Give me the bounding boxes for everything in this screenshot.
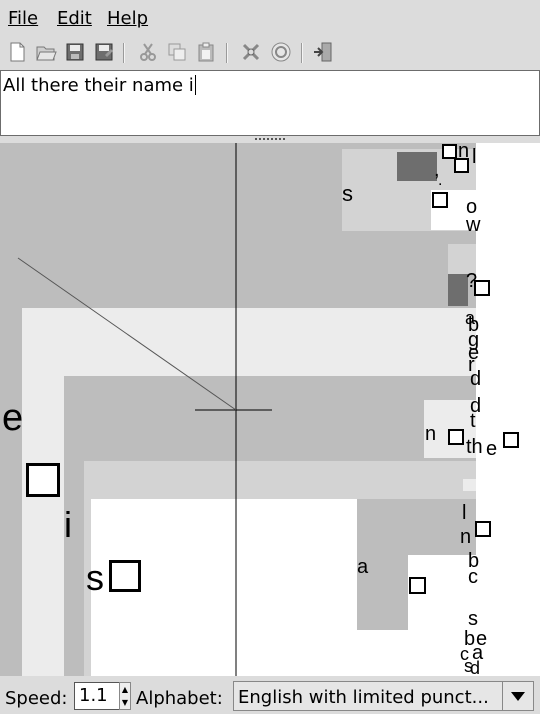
menu-help[interactable]: Help: [107, 8, 148, 29]
menu-file[interactable]: File: [8, 8, 38, 29]
node-label: s: [468, 608, 478, 630]
node-label: a: [472, 642, 484, 664]
space-symbol-icon: [26, 463, 60, 497]
text-caret: [194, 75, 196, 95]
space-symbol-icon: [409, 577, 426, 594]
node-label: o: [466, 196, 478, 218]
zoom-box: [408, 555, 476, 676]
node-label: r: [468, 354, 475, 376]
preferences-icon[interactable]: [240, 41, 262, 63]
node-label: g: [468, 329, 480, 351]
zoom-box: [448, 244, 476, 274]
save-as-icon[interactable]: [93, 41, 115, 63]
alphabet-label: Alphabet:: [136, 688, 223, 709]
node-label: n: [460, 526, 472, 548]
node-label: s: [86, 557, 104, 598]
alphabet-select-value: English with limited punct...: [238, 687, 489, 708]
speed-label: Speed:: [5, 688, 68, 709]
node-label: l: [462, 502, 467, 524]
toolbar-separator: [301, 43, 303, 63]
node-label: a: [357, 556, 369, 578]
node-label: e: [486, 438, 498, 460]
cut-icon[interactable]: [137, 41, 159, 63]
menu-bar: File Edit Help: [0, 0, 540, 38]
toolbar: [0, 38, 540, 68]
exit-icon[interactable]: [312, 41, 334, 63]
menu-edit-label: Edit: [57, 8, 92, 29]
menu-edit[interactable]: Edit: [57, 8, 92, 29]
editor-text: All there their name i: [3, 75, 194, 96]
space-symbol-icon: [448, 429, 464, 445]
node-label: d: [470, 368, 482, 390]
space-symbol-icon: [432, 192, 448, 208]
alphabet-select[interactable]: English with limited punct...: [233, 681, 534, 711]
node-label: d: [470, 395, 482, 417]
speed-input[interactable]: 1.1: [74, 682, 120, 710]
node-label: c: [460, 644, 469, 664]
node-label: ,: [434, 159, 440, 181]
node-label: d: [470, 658, 481, 676]
node-label: e: [476, 628, 488, 650]
toolbar-separator: [123, 43, 125, 63]
zoom-box: [463, 479, 476, 491]
node-label: n: [458, 143, 470, 162]
zoom-box: [448, 274, 468, 306]
node-label: s: [464, 656, 473, 676]
space-symbol-icon: [474, 280, 490, 296]
space-symbol-icon: [109, 560, 141, 592]
spin-down-icon[interactable]: ▼: [121, 698, 129, 707]
node-label: s: [342, 181, 353, 206]
crosshair: [17, 143, 272, 676]
node-label: th: [466, 436, 483, 458]
spin-up-icon[interactable]: ▲: [121, 685, 129, 694]
menu-file-label: File: [8, 8, 39, 29]
node-label: w: [466, 214, 481, 236]
pane-resize-grip[interactable]: [255, 137, 285, 141]
node-label: .: [438, 172, 443, 189]
menu-help-label: Help: [107, 8, 149, 29]
node-label: i: [64, 504, 72, 545]
node-label: b: [464, 628, 476, 650]
node-label: l: [472, 146, 477, 168]
node-label: e: [468, 342, 480, 364]
copy-icon[interactable]: [166, 41, 188, 63]
save-icon[interactable]: [64, 41, 86, 63]
chevron-down-icon: [511, 692, 525, 701]
record-icon[interactable]: [270, 41, 292, 63]
zoom-box: [397, 152, 437, 181]
open-icon[interactable]: [35, 41, 57, 63]
speed-spinner[interactable]: ▲▼: [119, 682, 131, 710]
editor-text-line: All there their name i: [3, 75, 196, 96]
toolbar-separator: [226, 43, 228, 63]
dasher-canvas[interactable]: s , . n l o w ? a b g e r d d t n th e e…: [0, 143, 540, 676]
space-symbol-icon: [454, 158, 469, 173]
node-label: c: [468, 566, 478, 588]
pointer-line: [17, 257, 237, 411]
paste-icon[interactable]: [195, 41, 217, 63]
new-icon[interactable]: [6, 41, 28, 63]
node-label: e: [2, 397, 24, 439]
node-label: b: [468, 550, 480, 572]
node-label: ?: [466, 270, 478, 292]
space-symbol-icon: [475, 521, 491, 537]
space-symbol-icon: [503, 432, 519, 448]
text-editor[interactable]: All there their name i: [0, 70, 540, 136]
alphabet-dropdown-button[interactable]: [502, 682, 533, 710]
node-label: n: [425, 423, 437, 445]
node-label: a: [465, 308, 476, 328]
node-label: t: [470, 410, 476, 432]
node-label: b: [468, 314, 480, 336]
space-symbol-icon: [442, 144, 457, 159]
